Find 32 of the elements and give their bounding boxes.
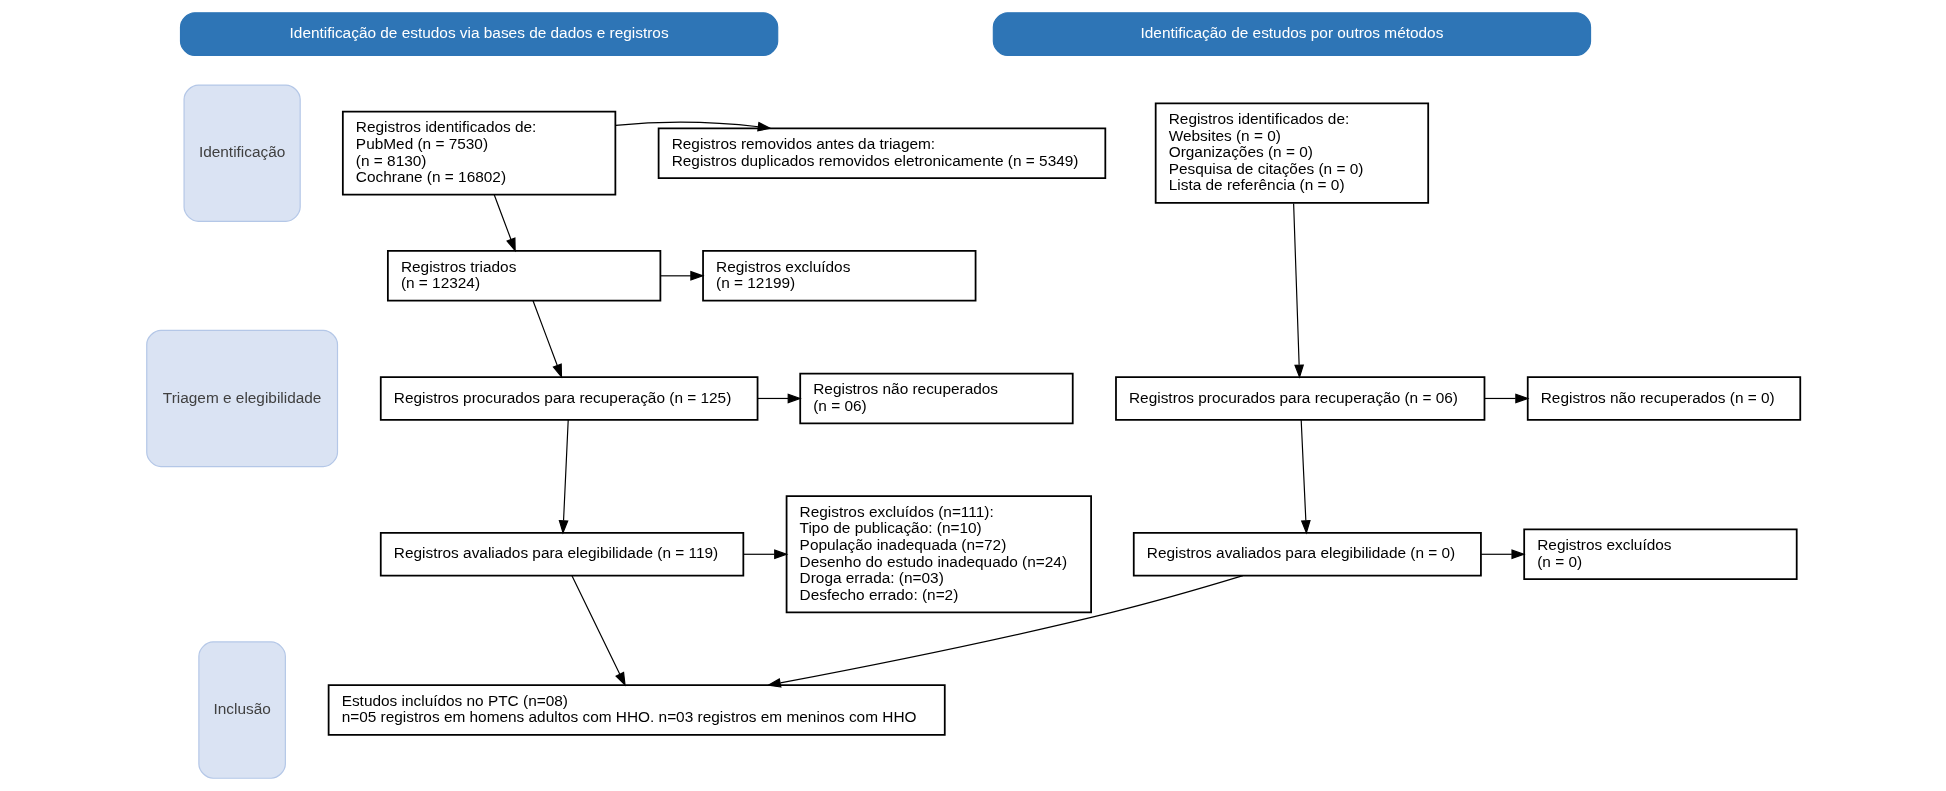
node-box: Registros identificados de: Websites (n = 0) Organizações (n = 0) Pesquisa de citações (n = 0) Lista de referência (n = 0) [1154,102,1429,204]
node-box: Registros não recuperados (n = 0) [1526,376,1801,421]
node-box: Registros procurados para recuperação (n = 06) [1114,376,1485,421]
arrow [1300,419,1311,535]
arrow [570,575,626,687]
arrow [558,419,569,535]
node-box: Registros não recuperados (n = 06) [798,372,1074,425]
arrow [756,393,802,404]
node-box: Identificação [182,84,301,222]
node-box: Registros removidos antes da triagem: Registros duplicados removidos eletronicamente (n = 5349) [657,127,1106,179]
node-box: Inclusão [197,641,286,779]
arrow [1480,549,1526,560]
node-box: Registros avaliados para elegibilidade (n = 0) [1132,532,1482,577]
node-box: Registros excluídos (n = 0) [1522,528,1798,581]
arrow [493,194,516,253]
arrow [742,549,788,560]
node-box: Estudos incluídos no PTC (n=08) n=05 registros em homens adultos com HHO. n=03 registros em meninos com HHO [327,684,946,736]
arrow [659,270,705,281]
arrow [1292,202,1304,379]
node-box: Registros excluídos (n=111): Tipo de publicação: (n=10) População inadequada (n=72) Desenho do estudo inadequado (n=24) Droga errada: (n=03) Desfecho errado: (n=2) [785,495,1092,614]
node-box: Triagem e elegibilidade [145,329,338,468]
node-box: Identificação de estudos via bases de dados e registros [179,12,778,57]
node-box: Registros triados (n = 12324) [386,250,661,302]
node-box: Registros excluídos (n = 12199) [701,250,976,302]
node-box: Registros procurados para recuperação (n = 125) [379,376,758,421]
arrow [614,121,772,132]
arrow [766,575,1244,688]
node-box: Registros avaliados para elegibilidade (n = 119) [379,532,744,577]
arrow [1483,393,1529,404]
node-box: Identificação de estudos por outros métodos [992,12,1591,57]
node-box: Registros identificados de: PubMed (n = 7530) (n = 8130) Cochrane (n = 16802) [341,110,616,196]
arrow [531,300,562,379]
